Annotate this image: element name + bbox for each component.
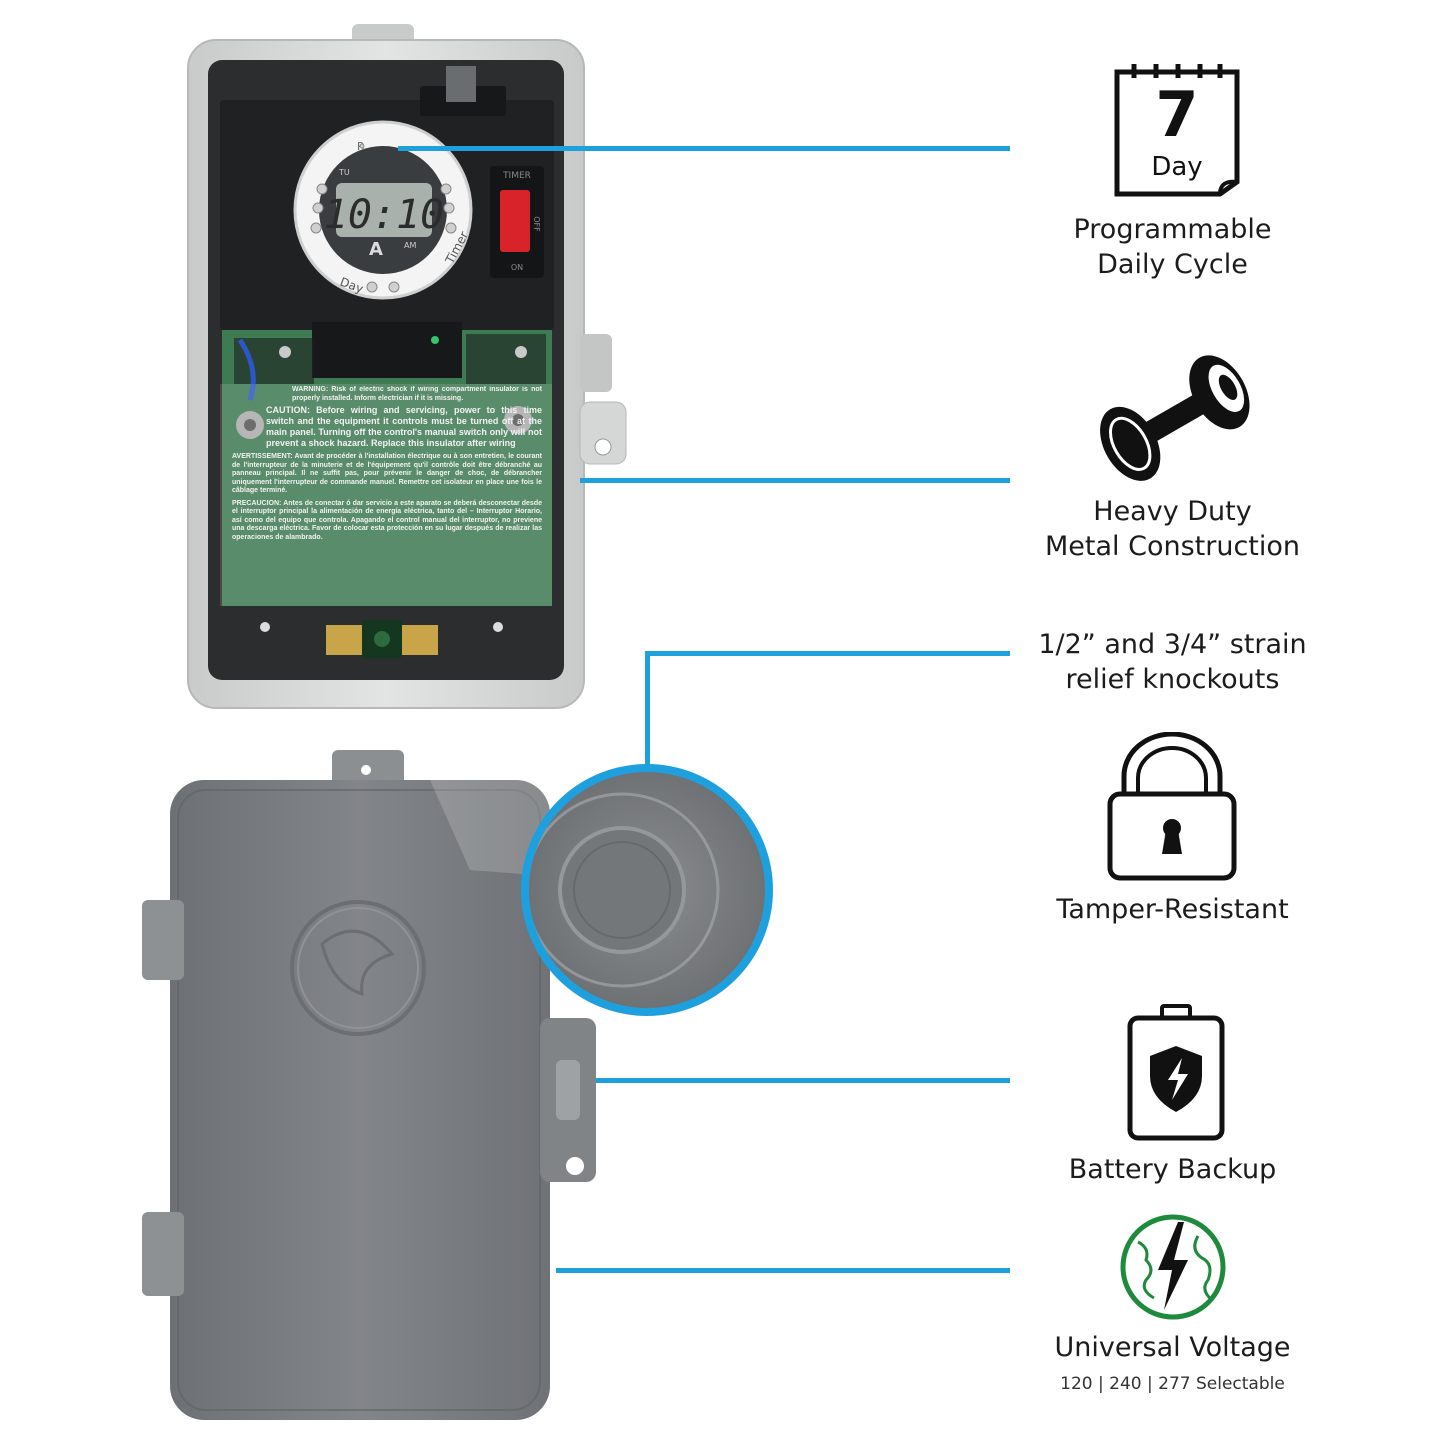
open-enclosure: 10:10 A R TU AM Day Timer TIMER OFF ON: [187, 24, 627, 709]
timer-mode-display: A: [369, 239, 383, 260]
precaucion-text: PRECAUCION: Antes de conectar ó dar serv…: [232, 499, 542, 541]
feature-knockouts-line2: relief knockouts: [1065, 664, 1280, 695]
battery-shield-icon: [1126, 1004, 1226, 1142]
dumbbell-icon: [1088, 352, 1258, 484]
feature-heavy-duty: Heavy Duty Metal Construction: [1020, 494, 1325, 564]
closed-enclosure: [142, 750, 773, 1420]
calendar-word: Day: [1151, 152, 1203, 182]
avertissement-text: AVERTISSEMENT: Avant de procéder à l'ins…: [232, 453, 542, 494]
dial-label-tu: TU: [338, 168, 350, 177]
caution-text: CAUTION: Before wiring and servicing, po…: [266, 405, 542, 448]
switch-label-timer: TIMER: [502, 171, 531, 181]
dial-buttons: [310, 143, 457, 293]
timer-time-display: 10:10: [324, 192, 444, 238]
leader-line-battery: [596, 1078, 1010, 1083]
feature-programmable-line1: Programmable: [1073, 214, 1272, 245]
feature-heavy-duty-line1: Heavy Duty: [1093, 496, 1252, 527]
feature-knockouts-line1: 1/2” and 3/4” strain: [1038, 629, 1307, 660]
warning-text: WARNING: Risk of electric shock if wirin…: [292, 386, 542, 402]
padlock-icon: [1106, 731, 1238, 882]
feature-tamper: Tamper-Resistant: [1056, 894, 1289, 925]
feature-knockouts: 1/2” and 3/4” strain relief knockouts: [1020, 627, 1325, 697]
switch-label-on: ON: [511, 263, 523, 272]
feature-voltage: Universal Voltage: [1054, 1332, 1291, 1363]
product-illustration: 10:10 A R TU AM Day Timer TIMER OFF ON: [142, 24, 773, 1420]
manual-switch: [500, 190, 530, 252]
feature-voltage-sub: 120 | 240 | 277 Selectable: [1060, 1374, 1285, 1394]
leader-line-programmable: [398, 146, 1010, 151]
feature-programmable-line2: Daily Cycle: [1097, 249, 1248, 280]
leader-line-heavy-duty: [580, 478, 1010, 483]
leader-line-knockouts: [645, 651, 1010, 656]
dial-label-am: AM: [404, 241, 416, 250]
calendar-number: 7: [1155, 78, 1199, 151]
feature-programmable: Programmable Daily Cycle: [1020, 212, 1325, 282]
calendar-7-day-icon: 7 Day: [1112, 62, 1242, 198]
globe-lightning-icon: [1118, 1212, 1228, 1322]
leader-line-voltage: [556, 1268, 1010, 1273]
switch-label-off: OFF: [532, 216, 541, 232]
feature-battery: Battery Backup: [1068, 1154, 1277, 1185]
feature-heavy-duty-line2: Metal Construction: [1044, 531, 1301, 562]
leader-line-knockouts-vertical: [645, 651, 650, 769]
